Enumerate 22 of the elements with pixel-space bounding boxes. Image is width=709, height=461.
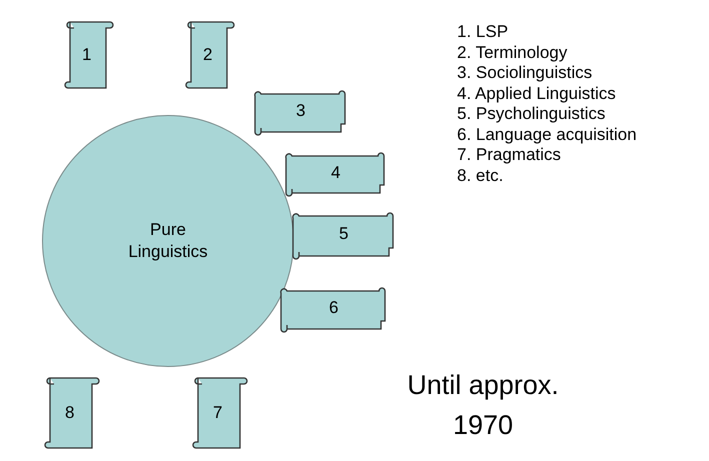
note-text: Until approx. 1970: [406, 369, 560, 442]
scroll-shape: [255, 88, 347, 134]
list-item: 3. Sociolinguistics: [457, 63, 592, 83]
scroll-number: 5: [339, 224, 348, 244]
scroll-number: 7: [213, 403, 222, 423]
list-item: 4. Applied Linguistics: [457, 84, 616, 104]
scroll-number: 4: [331, 162, 340, 182]
list-item: 2. Terminology: [457, 42, 568, 62]
list-item: 7. Pragmatics: [457, 145, 561, 165]
scroll-number: 3: [296, 101, 306, 121]
scroll-shape: [281, 285, 387, 331]
scroll-shape: [293, 210, 395, 258]
scroll-number: 1: [82, 45, 92, 65]
list-item: 5. Psycholinguistics: [457, 104, 606, 124]
list-item: 1. LSP: [457, 22, 508, 42]
scroll-number: 6: [329, 298, 338, 318]
list-item: 6. Language acquisition: [457, 124, 637, 144]
scroll-number: 8: [65, 403, 74, 423]
list-item: 8. etc.: [457, 166, 504, 186]
scroll-number: 2: [203, 45, 212, 65]
scroll-shape: [286, 150, 386, 195]
circle-label: Pure Linguistics: [127, 219, 209, 263]
